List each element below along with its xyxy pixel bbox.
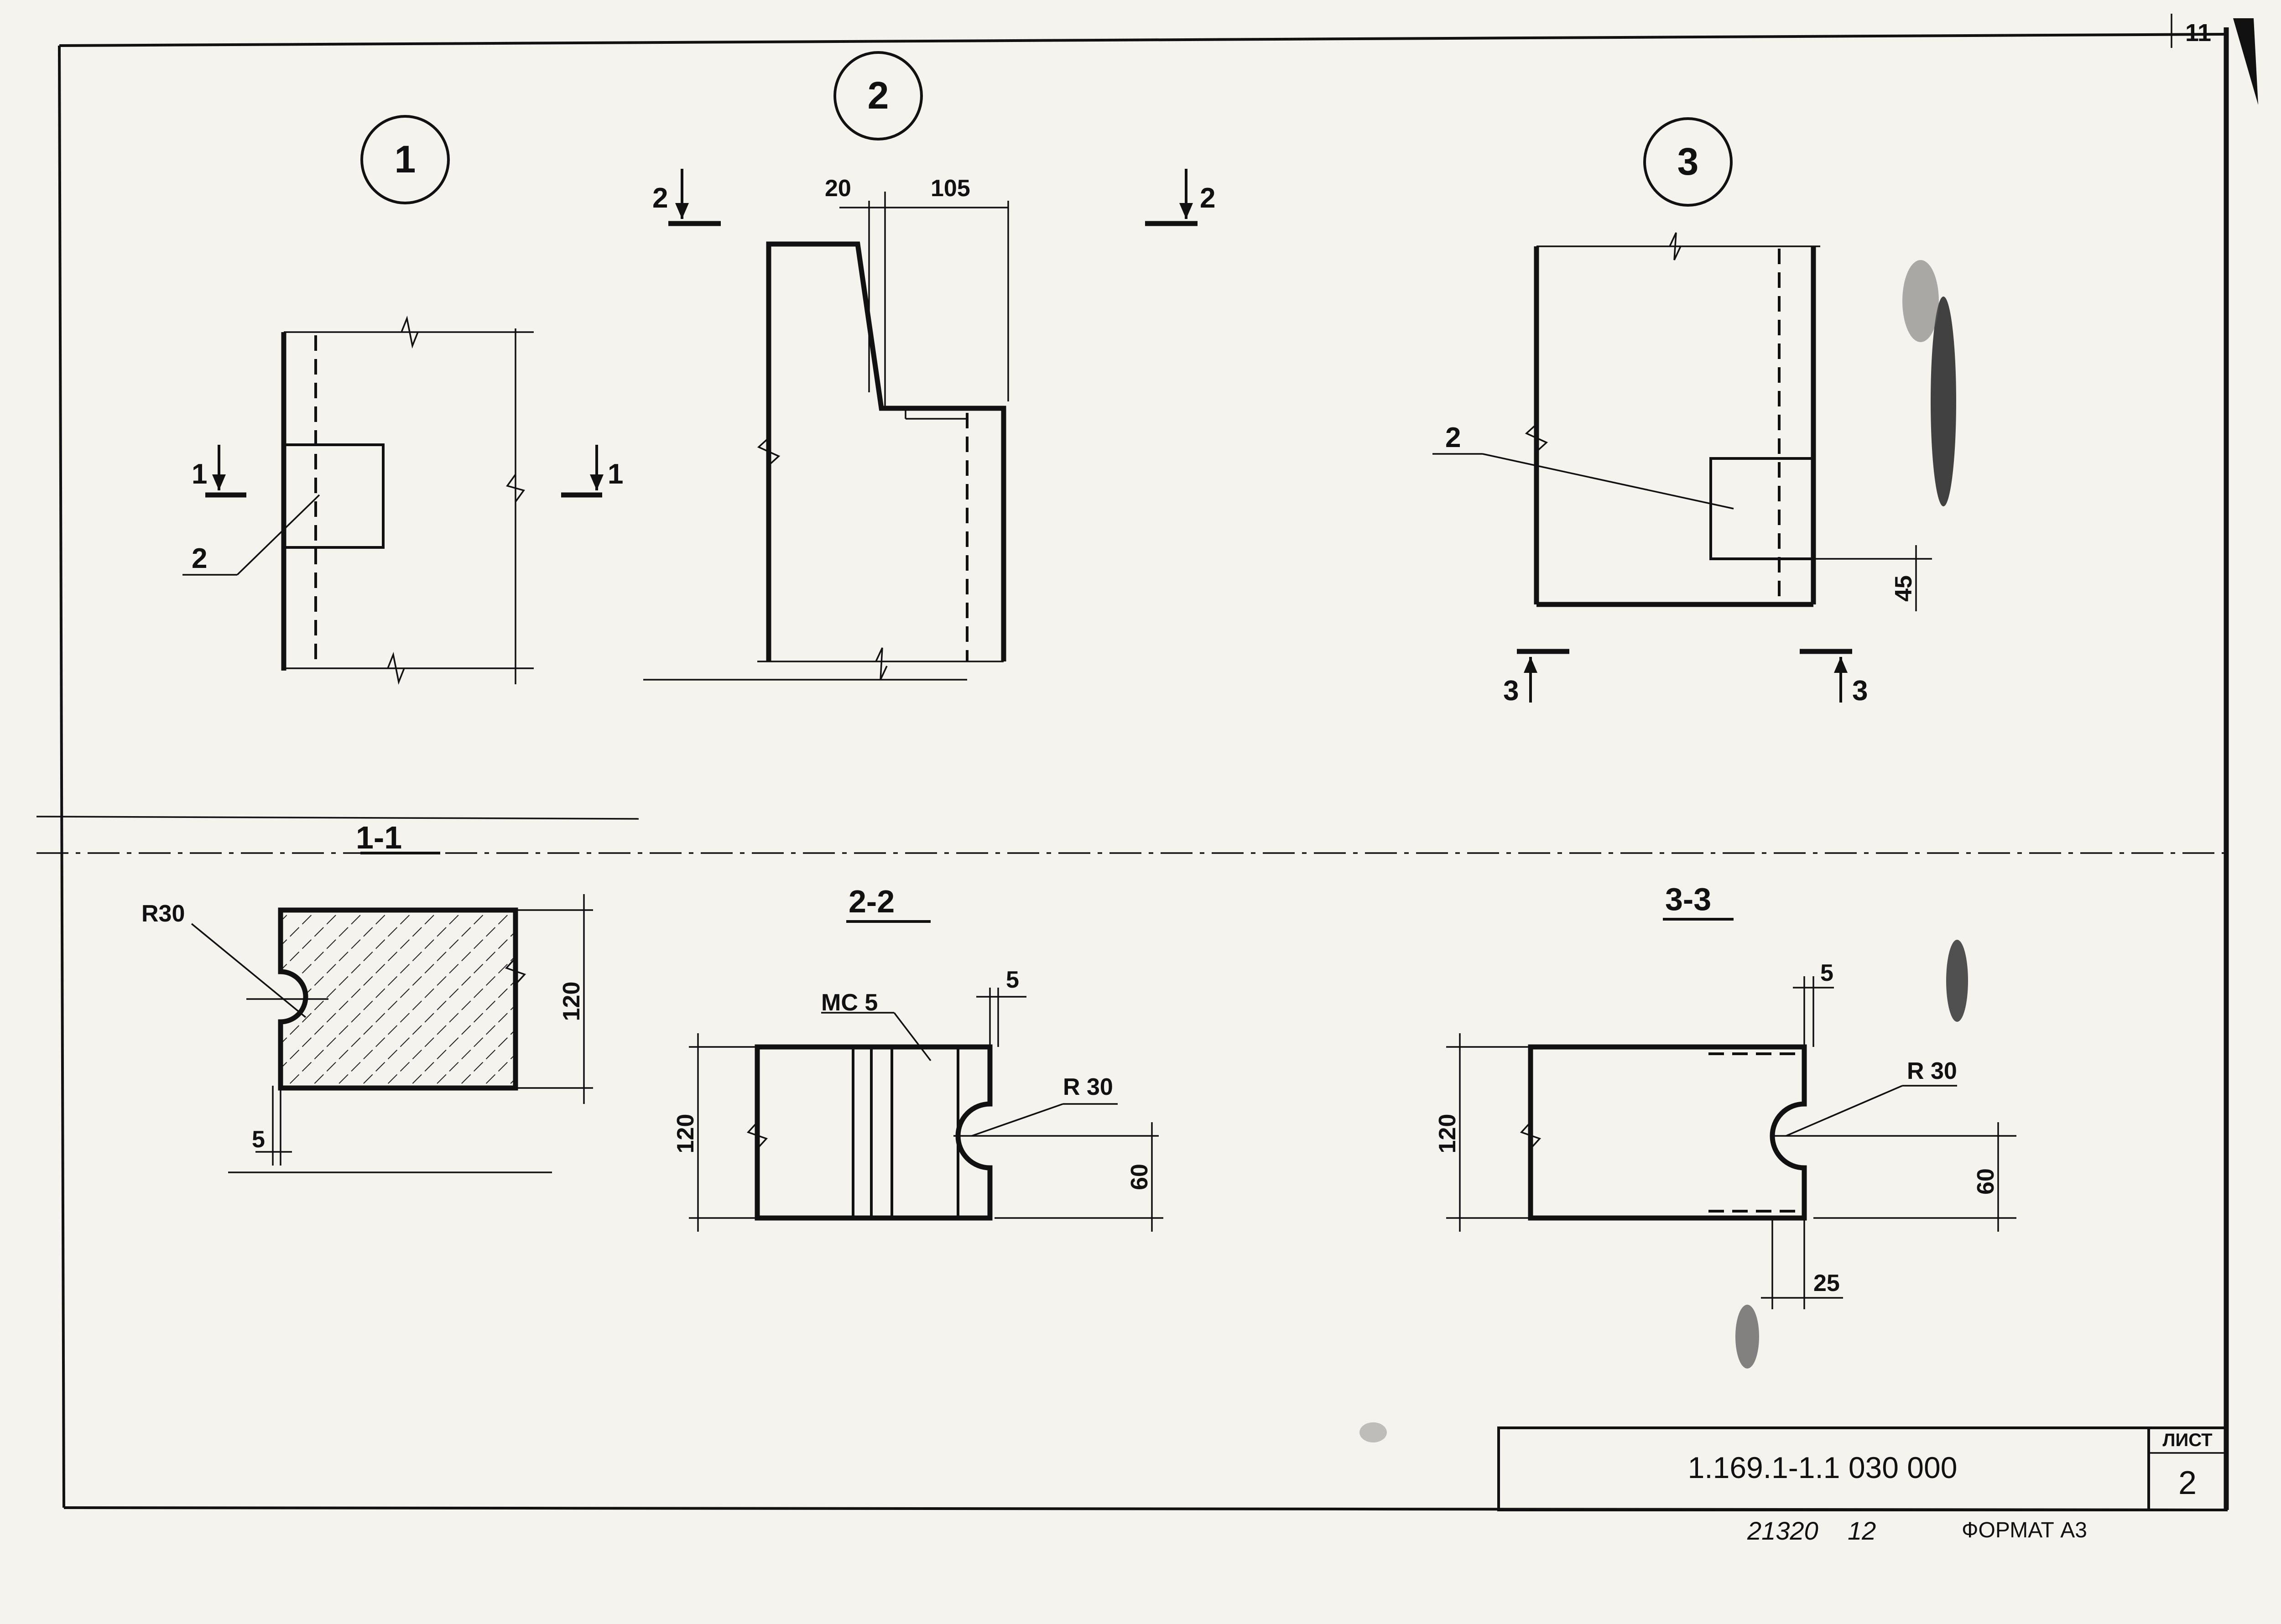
section-arrow-icon	[675, 203, 689, 219]
section-3-3-dim-120: 120	[1434, 1114, 1461, 1154]
view-2: 2 20 105 2 2	[643, 51, 1215, 681]
section-1-1-dim-120: 120	[558, 982, 585, 1021]
dim-45: 45	[1890, 575, 1917, 602]
section-mark-2-right: 2	[1200, 182, 1215, 214]
corner-mark-icon	[2233, 18, 2258, 105]
section-mark-1-left: 1	[192, 458, 207, 490]
section-2-2-mc-label: МС 5	[821, 989, 878, 1016]
section-mark-3-left: 3	[1503, 675, 1519, 707]
section-1-1-title: 1-1	[356, 820, 402, 855]
inventory-sub: 12	[1848, 1516, 1876, 1545]
corner-sheet-number: 11	[2185, 19, 2211, 47]
section-2-2-dim-60: 60	[1126, 1164, 1153, 1190]
dim-105: 105	[931, 175, 970, 202]
view-2-label: 2	[868, 74, 889, 117]
section-2-2-radius: R 30	[1063, 1074, 1113, 1100]
format-label: ФОРМАТ А3	[1962, 1518, 2087, 1542]
dim-20: 20	[825, 175, 851, 202]
title-block: 1.169.1-1.1 030 000 ЛИСТ 2 21320 12 ФОРМ…	[1497, 1426, 2228, 1545]
view-1-callout: 2	[192, 543, 207, 574]
section-2-2-title: 2-2	[849, 884, 895, 919]
section-3-3: 3-3 120 5 R 30 60 25	[1434, 881, 2016, 1309]
view-1: 1 2 1 1	[182, 115, 623, 685]
view-1-label: 1	[395, 138, 416, 181]
view-3-callout: 2	[1445, 422, 1461, 453]
section-arrow-icon	[590, 474, 604, 490]
document-code: 1.169.1-1.1 030 000	[1688, 1451, 1958, 1484]
section-2-2-dim-5: 5	[1006, 967, 1019, 993]
section-arrow-icon	[1179, 203, 1193, 219]
section-3-3-title: 3-3	[1665, 881, 1711, 917]
scan-noise	[1359, 260, 1968, 1442]
section-mark-2-left: 2	[652, 182, 668, 214]
sheet-label: ЛИСТ	[2162, 1430, 2212, 1450]
section-1-1-radius: R30	[141, 900, 185, 927]
section-arrow-icon	[212, 474, 226, 490]
section-mark-1-right: 1	[608, 458, 623, 490]
inventory-number: 21320	[1747, 1516, 1818, 1545]
section-3-3-dim-5: 5	[1820, 960, 1833, 986]
view-3: 3 2 45 3 3	[1432, 117, 1932, 707]
sheet-frame: 11	[36, 14, 2258, 1511]
section-mark-3-right: 3	[1852, 675, 1868, 707]
view-3-label: 3	[1677, 140, 1699, 183]
section-1-1-dim-5: 5	[252, 1126, 265, 1153]
section-2-2-dim-120: 120	[672, 1114, 699, 1154]
section-2-2: 2-2 120 МС 5 5 R 30 60	[672, 884, 1163, 1232]
section-arrow-icon	[1524, 657, 1537, 673]
sheet-number: 2	[2178, 1465, 2197, 1501]
section-3-3-dim-60: 60	[1973, 1168, 1999, 1195]
section-arrow-icon	[1834, 657, 1848, 673]
section-3-3-dim-25: 25	[1813, 1270, 1840, 1296]
section-1-1: 1-1 120 R30 5	[141, 820, 593, 1173]
section-3-3-radius: R 30	[1907, 1058, 1957, 1084]
